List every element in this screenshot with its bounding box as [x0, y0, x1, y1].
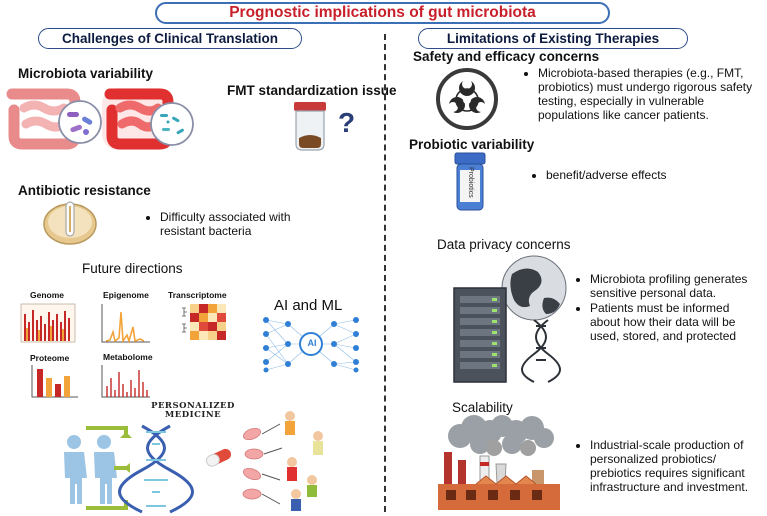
patient-silhouettes-icon — [64, 435, 117, 504]
transcriptome-label: Transcriptome — [168, 290, 227, 300]
fmt-heading: FMT standardization issue — [227, 83, 397, 98]
proteome-chart-icon — [31, 365, 78, 398]
antibiotic-resistance-heading: Antibiotic resistance — [18, 183, 151, 198]
globe-icon — [501, 255, 567, 321]
future-directions-heading: Future directions — [82, 261, 183, 276]
safety-bullet: Microbiota-based therapies (e.g., FMT, p… — [538, 66, 756, 122]
privacy-bullet: Microbiota profiling generates sensitive… — [590, 272, 762, 300]
proteome-label: Proteome — [30, 353, 70, 363]
neural-network-icon — [263, 317, 359, 373]
antibiotic-bullet-list: Difficulty associated with resistant bac… — [146, 210, 336, 239]
probiotic-bullet: benefit/adverse effects — [546, 168, 732, 182]
safety-bullet-list: Microbiota-based therapies (e.g., FMT, p… — [524, 66, 756, 123]
pill-options-icon — [242, 427, 264, 500]
gut-intestine-illustration — [6, 88, 194, 150]
epigenome-label: Epigenome — [103, 290, 149, 300]
microbe-magnifier-icon — [58, 100, 102, 144]
safety-heading: Safety and efficacy concerns — [413, 49, 600, 64]
metabolome-label: Metabolome — [103, 352, 153, 362]
antibiotic-bullet: Difficulty associated with resistant bac… — [160, 210, 336, 238]
epigenome-chart-icon — [101, 304, 150, 344]
genome-chart-icon — [20, 303, 76, 343]
petri-dish-icon — [43, 201, 97, 245]
left-section-header: Challenges of Clinical Translation — [38, 28, 302, 49]
pill-capsule-icon — [205, 448, 232, 467]
right-section-header: Limitations of Existing Therapies — [418, 28, 688, 49]
patient-outcome-figures-icon — [285, 411, 323, 511]
privacy-bullet: Patients must be informed about how thei… — [590, 301, 762, 343]
scalability-heading: Scalability — [452, 400, 513, 415]
probiotic-heading: Probiotic variability — [409, 137, 535, 152]
genome-label: Genome — [30, 290, 65, 300]
scalability-bullet: Industrial-scale production of personali… — [590, 438, 762, 494]
privacy-bullet-list: Microbiota profiling generates sensitive… — [576, 272, 762, 344]
smoke-clouds-icon — [448, 415, 554, 454]
probiotic-bullet-list: benefit/adverse effects — [532, 168, 732, 183]
ai-node-label: AI — [307, 338, 317, 348]
data-server-illustration — [453, 255, 567, 383]
dna-helix-icon — [118, 424, 194, 514]
probiotic-bottle-label: Probiotics — [467, 166, 474, 198]
metabolome-chart-icon — [101, 365, 150, 398]
probiotic-bottle-icon — [454, 152, 486, 211]
question-mark-icon: ? — [338, 107, 355, 138]
dysbiosis-magnifier-icon — [150, 102, 194, 146]
microbiota-variability-heading: Microbiota variability — [18, 66, 154, 81]
dna-strand-icon — [521, 319, 561, 383]
ai-ml-heading: AI and ML — [274, 297, 343, 314]
section-divider — [384, 34, 386, 512]
server-rack-icon — [453, 287, 507, 383]
personalized-medicine-label: PERSONALIZED MEDICINE — [151, 401, 235, 420]
page-title: Prognostic implications of gut microbiot… — [155, 2, 610, 24]
scalability-bullet-list: Industrial-scale production of personali… — [576, 438, 762, 495]
fmt-sample-jar-icon: ? — [294, 102, 355, 151]
factory-building-icon — [438, 452, 560, 510]
privacy-heading: Data privacy concerns — [437, 237, 571, 252]
personalized-medicine-illustration — [64, 411, 323, 514]
factory-illustration — [438, 415, 560, 510]
transcriptome-heatmap-icon — [182, 304, 226, 340]
biohazard-icon — [436, 68, 498, 130]
